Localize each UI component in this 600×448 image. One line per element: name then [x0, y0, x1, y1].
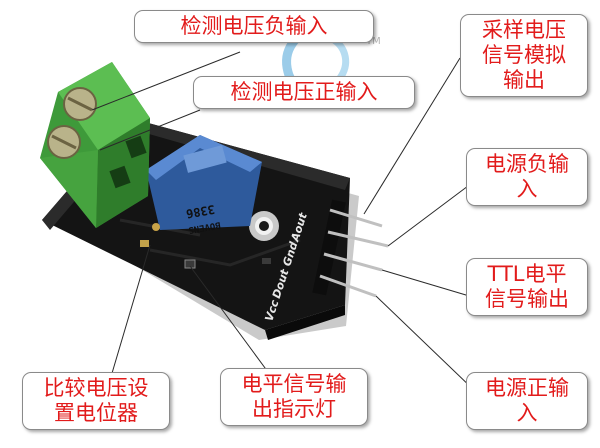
- smd-component: [262, 258, 271, 264]
- pot-marking-3386: 3386: [185, 202, 216, 221]
- callout-comparator-potentiometer: 比较电压设 置电位器: [22, 372, 170, 430]
- screw-terminal: [40, 62, 150, 228]
- indicator-led: [184, 259, 196, 269]
- callout-ttl-output: TTL电平 信号输出: [466, 258, 588, 316]
- smd-resistor: [140, 240, 149, 247]
- callout-power-positive: 电源正输 入: [466, 372, 588, 430]
- trademark-text: TM: [365, 36, 381, 47]
- pin-label-vcc: Vcc: [262, 298, 281, 323]
- callout-positive-input: 检测电压正输入: [193, 76, 415, 109]
- callout-negative-input: 检测电压负输入: [134, 10, 374, 43]
- callout-power-negative: 电源负输 入: [466, 148, 588, 206]
- mounting-hole: [249, 211, 279, 241]
- trimmer-potentiometer: 3386 BOVENS: [146, 135, 262, 235]
- callout-leader-lines: [91, 51, 477, 393]
- callout-sampled-voltage-output: 采样电压 信号模拟 输出: [460, 14, 588, 97]
- callout-indicator-led: 电平信号输 出指示灯: [220, 368, 368, 426]
- pin-header: [312, 199, 389, 298]
